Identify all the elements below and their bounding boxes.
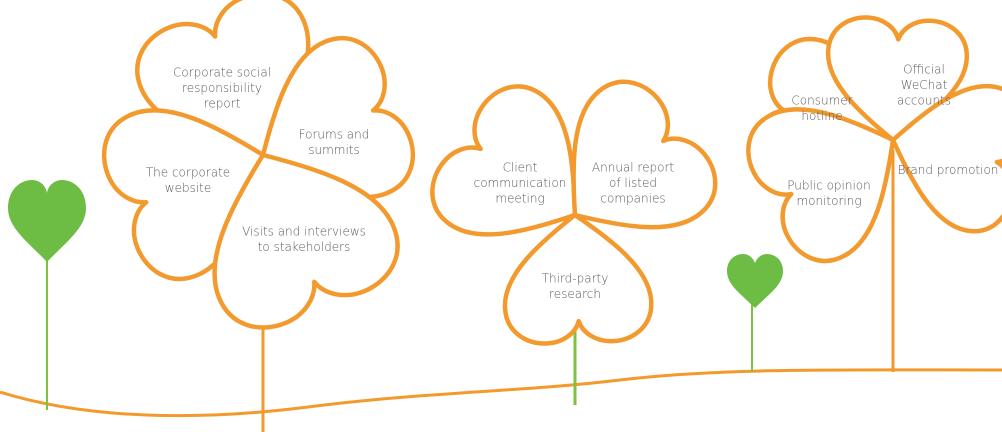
petal-heart-shape [260,35,416,200]
petal-label: Forums and summits [299,127,370,157]
petal-label-line: Official [903,63,945,77]
petal-label: Consumer hotline [791,93,852,123]
petal-label-line: research [549,287,601,301]
petal-label-line: Visits and interviews [242,224,366,238]
petal-label-line: Annual report [592,161,674,175]
petal-label: Third-party research [542,271,609,301]
petal-heart-shape [890,83,1002,234]
green-heart-right [727,254,783,372]
petal-label-line: WeChat [901,78,948,92]
petal-label-line: Consumer [791,93,852,107]
petal-label: The corporate website [146,165,230,195]
green-heart-left [8,180,86,410]
petal-label-line: Public opinion [787,178,871,192]
heart-icon [727,254,783,308]
petal-label-line: meeting [495,192,544,206]
petal-label-line: hotline [801,109,842,123]
petal-label-line: Brand promotion [898,163,999,177]
petal-label-line: report [204,97,241,111]
petal-label-line: Forums and [299,127,370,141]
petal-label-line: Client [503,161,538,175]
petal-label-line: The corporate [146,165,230,179]
petal-label-line: Third-party [542,271,609,285]
petal-label-line: responsibility [182,81,262,95]
petal-label-line: of listed [609,176,657,190]
petal-label-line: summits [308,143,360,157]
petal-label-line: to stakeholders [258,240,351,254]
petal-label-line: communication [474,176,567,190]
petal-label: Brand promotion [898,163,999,177]
petal-heart-shape [502,212,654,346]
heart-icon [8,180,86,262]
petal-heart-shape [746,107,896,264]
petal-heart-shape [571,79,718,230]
petal-label: Public opinion monitoring [787,178,871,208]
petal-heart-shape [430,84,578,237]
petal-label-line: website [165,181,212,195]
ground-wave-line [0,368,1002,418]
petal-label: Visits and interviews to stakeholders [242,224,366,254]
petal-label-line: Corporate social [173,66,271,80]
petal-heart-shape [212,152,400,330]
petal-label-line: accounts [897,94,951,108]
petal-label-line: monitoring [796,194,861,208]
petal-label-line: companies [600,192,665,206]
